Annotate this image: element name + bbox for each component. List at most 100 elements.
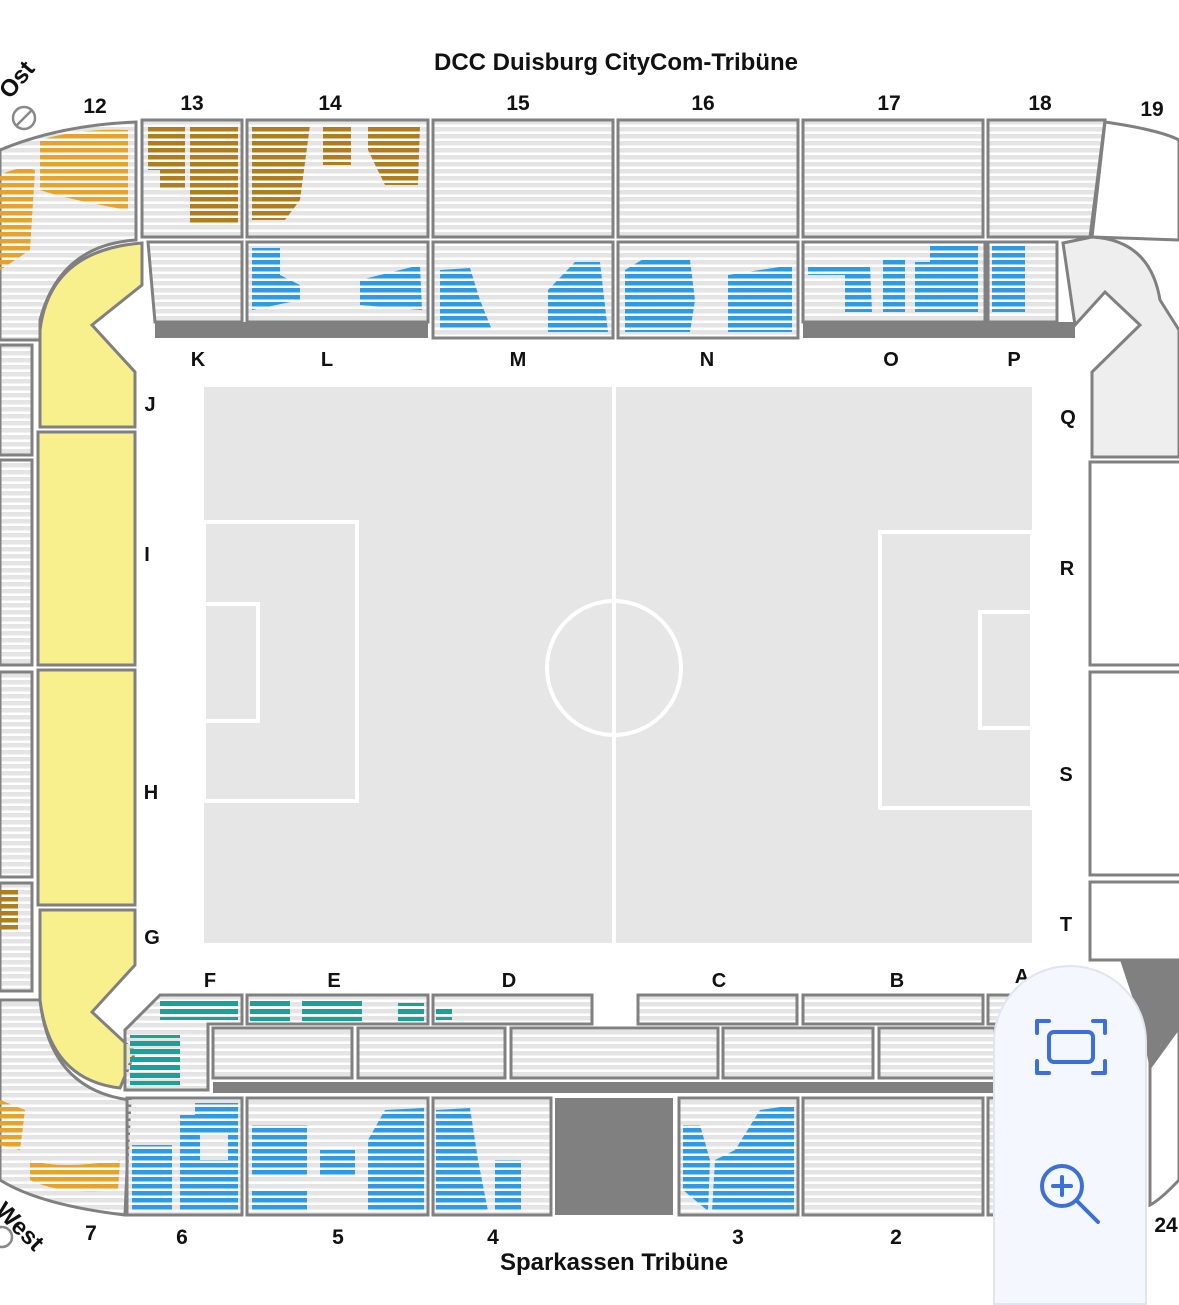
- south-box-4[interactable]: [721, 1026, 875, 1080]
- south-walkway: [213, 1082, 995, 1093]
- south-box-3[interactable]: [509, 1026, 720, 1080]
- block-7-available[interactable]: [30, 1160, 120, 1192]
- south-stand-title: Sparkassen Tribüne: [500, 1249, 728, 1276]
- section-n-available[interactable]: [728, 265, 792, 332]
- north-walkway: [155, 322, 428, 338]
- block-19[interactable]: [1090, 120, 1179, 242]
- block-13-available[interactable]: [148, 125, 185, 190]
- block-5-available[interactable]: [252, 1125, 307, 1175]
- section-label: H: [144, 782, 158, 804]
- section-c[interactable]: [636, 993, 799, 1026]
- section-label: J: [144, 394, 155, 416]
- block-14-available[interactable]: [252, 125, 310, 220]
- section-r[interactable]: [1088, 460, 1179, 667]
- section-l-available[interactable]: [252, 248, 300, 310]
- block-12-available[interactable]: [40, 129, 128, 210]
- block-number: 15: [506, 92, 530, 115]
- north-stand-title: DCC Duisburg CityCom-Tribüne: [434, 49, 798, 76]
- section-e-available[interactable]: [302, 999, 362, 1021]
- section-f-available[interactable]: [130, 1035, 180, 1085]
- section-label: P: [1007, 349, 1020, 371]
- block-4-available[interactable]: [495, 1160, 521, 1210]
- section-d[interactable]: [431, 993, 594, 1026]
- fit-screen-icon: [1035, 1019, 1107, 1075]
- section-i[interactable]: [36, 430, 137, 667]
- block-17[interactable]: [801, 118, 985, 239]
- section-f-available[interactable]: [160, 1000, 238, 1020]
- section-label: E: [327, 970, 340, 992]
- section-q[interactable]: [1061, 235, 1179, 459]
- block-13-available[interactable]: [190, 125, 238, 223]
- section-label: K: [191, 349, 206, 371]
- section-label: O: [883, 349, 899, 371]
- block-9[interactable]: [0, 670, 34, 879]
- section-label: F: [204, 970, 216, 992]
- block-number: 12: [83, 95, 106, 118]
- south-box-1[interactable]: [211, 1026, 354, 1080]
- block-5-available[interactable]: [252, 1190, 307, 1210]
- section-h[interactable]: [36, 668, 137, 907]
- block-number: 13: [180, 92, 203, 115]
- section-m-available[interactable]: [548, 262, 608, 332]
- east-label: Ost: [0, 56, 40, 104]
- block-3-available[interactable]: [712, 1105, 794, 1211]
- block-8-available[interactable]: [0, 890, 18, 930]
- section-k[interactable]: [146, 240, 244, 324]
- block-6-available[interactable]: [132, 1145, 172, 1211]
- section-e-available[interactable]: [398, 1003, 424, 1021]
- map-controls-panel: [993, 965, 1147, 1305]
- pitch: [202, 387, 1034, 943]
- block-6-available[interactable]: [180, 1103, 238, 1211]
- block-5-available[interactable]: [368, 1108, 424, 1211]
- section-m-available[interactable]: [440, 268, 492, 330]
- section-g[interactable]: [38, 908, 137, 1090]
- section-d-available[interactable]: [436, 1008, 452, 1020]
- no-smoking-icon: [0, 1225, 14, 1249]
- section-n-available[interactable]: [625, 258, 695, 332]
- fit-screen-button[interactable]: [1031, 1007, 1111, 1087]
- section-label: C: [712, 970, 726, 992]
- block-number: 2: [890, 1226, 902, 1249]
- block-10[interactable]: [0, 458, 34, 667]
- block-12-available[interactable]: [0, 168, 35, 270]
- players-tunnel: [555, 1098, 673, 1215]
- zoom-in-icon: [1040, 1164, 1100, 1224]
- section-label: M: [510, 349, 527, 371]
- section-p-available[interactable]: [992, 246, 1025, 312]
- block-number: 7: [85, 1222, 97, 1245]
- section-label: N: [700, 349, 714, 371]
- block-7-available[interactable]: [0, 1100, 25, 1150]
- section-e-available[interactable]: [250, 999, 290, 1021]
- block-number: 17: [877, 92, 900, 115]
- section-j[interactable]: [38, 241, 144, 429]
- block-18[interactable]: [986, 118, 1107, 239]
- section-o-available[interactable]: [915, 246, 978, 312]
- section-o-available[interactable]: [808, 265, 872, 312]
- west-label: West: [0, 1197, 49, 1256]
- block-16[interactable]: [616, 118, 800, 239]
- section-o-available[interactable]: [883, 258, 905, 312]
- block-4-available[interactable]: [436, 1108, 488, 1211]
- block-number: 16: [691, 92, 714, 115]
- block-14-available[interactable]: [368, 125, 420, 185]
- section-s[interactable]: [1088, 670, 1179, 877]
- block-3-available[interactable]: [683, 1125, 710, 1211]
- block-number: 14: [318, 92, 342, 115]
- section-label: G: [144, 927, 160, 949]
- block-15[interactable]: [431, 118, 615, 239]
- south-box-5[interactable]: [877, 1026, 997, 1080]
- block-2[interactable]: [801, 1096, 985, 1217]
- section-label: S: [1059, 764, 1072, 786]
- east-corner-walkway: [1120, 960, 1179, 1070]
- block-11[interactable]: [0, 343, 34, 457]
- section-label: L: [321, 349, 333, 371]
- zoom-in-button[interactable]: [1031, 1155, 1111, 1235]
- bottom-block-numbers: 7 6 5 4 3 2 24: [85, 1214, 1178, 1249]
- block-14-available[interactable]: [323, 125, 351, 165]
- section-l-available[interactable]: [360, 265, 422, 310]
- section-b[interactable]: [801, 993, 985, 1026]
- section-t[interactable]: [1088, 880, 1179, 962]
- block-5-available[interactable]: [320, 1150, 355, 1175]
- south-box-2[interactable]: [356, 1026, 507, 1080]
